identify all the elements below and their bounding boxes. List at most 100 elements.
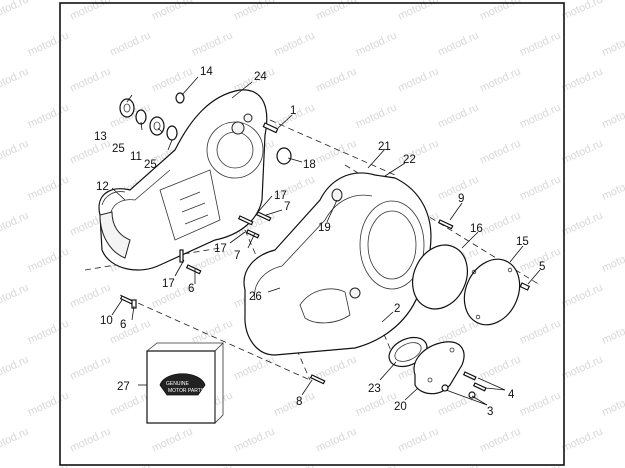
watermark-text: motod.ru <box>518 29 562 58</box>
watermark-text: motod.ru <box>26 173 70 202</box>
watermark-text: motod.ru <box>68 425 112 454</box>
watermark-text: motod.ru <box>354 29 398 58</box>
callout-2: 2 <box>394 303 400 315</box>
watermark-text: motod.ru <box>232 425 276 454</box>
callout-4: 4 <box>508 389 515 401</box>
callout-18: 18 <box>303 159 316 171</box>
callout-8: 8 <box>296 396 302 408</box>
watermark-text: motod.ru <box>68 353 112 382</box>
watermark-text: motod.ru <box>396 425 440 454</box>
watermark-text: motod.ru <box>600 245 625 274</box>
callout-7a: 7 <box>284 201 290 213</box>
watermark-text: motod.ru <box>0 353 31 382</box>
box-brand-text: GENUINE <box>166 381 189 387</box>
callout-25a: 25 <box>112 143 125 155</box>
callout-27: 27 <box>117 381 130 393</box>
watermark-text: motod.ru <box>478 65 522 94</box>
watermark-text: motod.ru <box>0 281 31 310</box>
watermark-text: motod.ru <box>26 101 70 130</box>
callout-17b: 17 <box>214 243 227 255</box>
callout-13: 13 <box>94 131 107 143</box>
watermark-text: motod.ru <box>26 389 70 418</box>
box-sub-text: MOTOR PARTS <box>168 388 205 394</box>
watermark-text: motod.ru <box>478 137 522 166</box>
watermark-text: motod.ru <box>0 137 31 166</box>
callout-9: 9 <box>458 193 464 205</box>
watermark-text: motod.ru <box>354 101 398 130</box>
watermark-text: motod.ru <box>150 65 194 94</box>
callout-6a: 6 <box>188 283 194 295</box>
watermark-text: motod.ru <box>314 65 358 94</box>
derby-cover <box>388 336 487 399</box>
callout-16: 16 <box>470 223 483 235</box>
watermark-text: motod.ru <box>26 29 70 58</box>
callout-22: 22 <box>403 154 416 166</box>
callout-1: 1 <box>290 105 296 117</box>
callout-23: 23 <box>368 383 381 395</box>
watermark-text: motod.ru <box>478 425 522 454</box>
watermark-text: motod.ru <box>478 209 522 238</box>
watermark-text: motod.ru <box>108 389 152 418</box>
watermark-text: motod.ru <box>314 137 358 166</box>
watermark-text: motod.ru <box>560 209 604 238</box>
watermark-text: motod.ru <box>600 101 625 130</box>
callout-12: 12 <box>96 181 109 193</box>
callout-15: 15 <box>516 236 529 248</box>
watermark-text: motod.ru <box>314 353 358 382</box>
watermark-text: motod.ru <box>560 425 604 454</box>
watermark-text: motod.ru <box>518 101 562 130</box>
watermark-text: motod.ru <box>0 425 31 454</box>
watermark-text: motod.ru <box>518 173 562 202</box>
watermark-text: motod.ru <box>560 0 604 23</box>
watermark-text: motod.ru <box>436 101 480 130</box>
watermark-text: motod.ru <box>68 281 112 310</box>
watermark-text: motod.ru <box>108 29 152 58</box>
watermark-text: motod.ru <box>150 425 194 454</box>
genuine-parts-logo <box>159 373 206 396</box>
bearing-stack <box>119 98 178 141</box>
watermark-text: motod.ru <box>232 353 276 382</box>
watermark-text: motod.ru <box>560 353 604 382</box>
callout-19: 19 <box>318 222 331 234</box>
watermark-text: motod.ru <box>314 425 358 454</box>
inner-primary-housing <box>98 89 268 271</box>
callout-7b: 7 <box>234 250 240 262</box>
callout-24: 24 <box>254 71 267 83</box>
clutch-gaskets <box>412 244 521 326</box>
watermark-text: motod.ru <box>0 65 31 94</box>
callout-labels: 14 24 1 13 25 11 25 18 12 17 7 17 7 17 6… <box>94 66 545 418</box>
watermark-text: motod.ru <box>600 29 625 58</box>
callout-11: 11 <box>130 151 142 163</box>
watermark-text: motod.ru <box>560 65 604 94</box>
watermark-text: motod.ru <box>478 353 522 382</box>
watermark-text: motod.ru <box>26 317 70 346</box>
watermark-text: motod.ru <box>396 65 440 94</box>
callout-3: 3 <box>487 406 493 418</box>
watermark-text: motod.ru <box>560 281 604 310</box>
callout-14: 14 <box>200 66 213 78</box>
watermark-text: motod.ru <box>190 29 234 58</box>
watermark-text: motod.ru <box>272 29 316 58</box>
watermark-text: motod.ru <box>272 389 316 418</box>
gasket-kit-box: GENUINE MOTOR PARTS <box>146 342 224 424</box>
callout-10: 10 <box>100 315 113 327</box>
watermark-text: motod.ru <box>108 317 152 346</box>
diagram-frame <box>59 2 565 466</box>
callout-21: 21 <box>378 141 391 153</box>
watermark-text: motod.ru <box>600 389 625 418</box>
callout-20: 20 <box>394 401 407 413</box>
watermark-text: motod.ru <box>600 173 625 202</box>
watermark-text: motod.ru <box>0 209 31 238</box>
watermark-text: motod.ru <box>436 29 480 58</box>
watermark-text: motod.ru <box>0 0 31 23</box>
callout-5: 5 <box>539 261 545 273</box>
callout-26: 26 <box>249 291 262 303</box>
outer-primary-cover <box>243 172 432 356</box>
leader-lines <box>111 76 541 406</box>
watermark-text: motod.ru <box>190 317 234 346</box>
watermark-text: motod.ru <box>560 137 604 166</box>
small-hardware <box>119 92 531 385</box>
watermark-text: motod.ru <box>26 245 70 274</box>
watermark-text: motod.ru <box>600 461 625 468</box>
watermark-text: motod.ru <box>600 317 625 346</box>
